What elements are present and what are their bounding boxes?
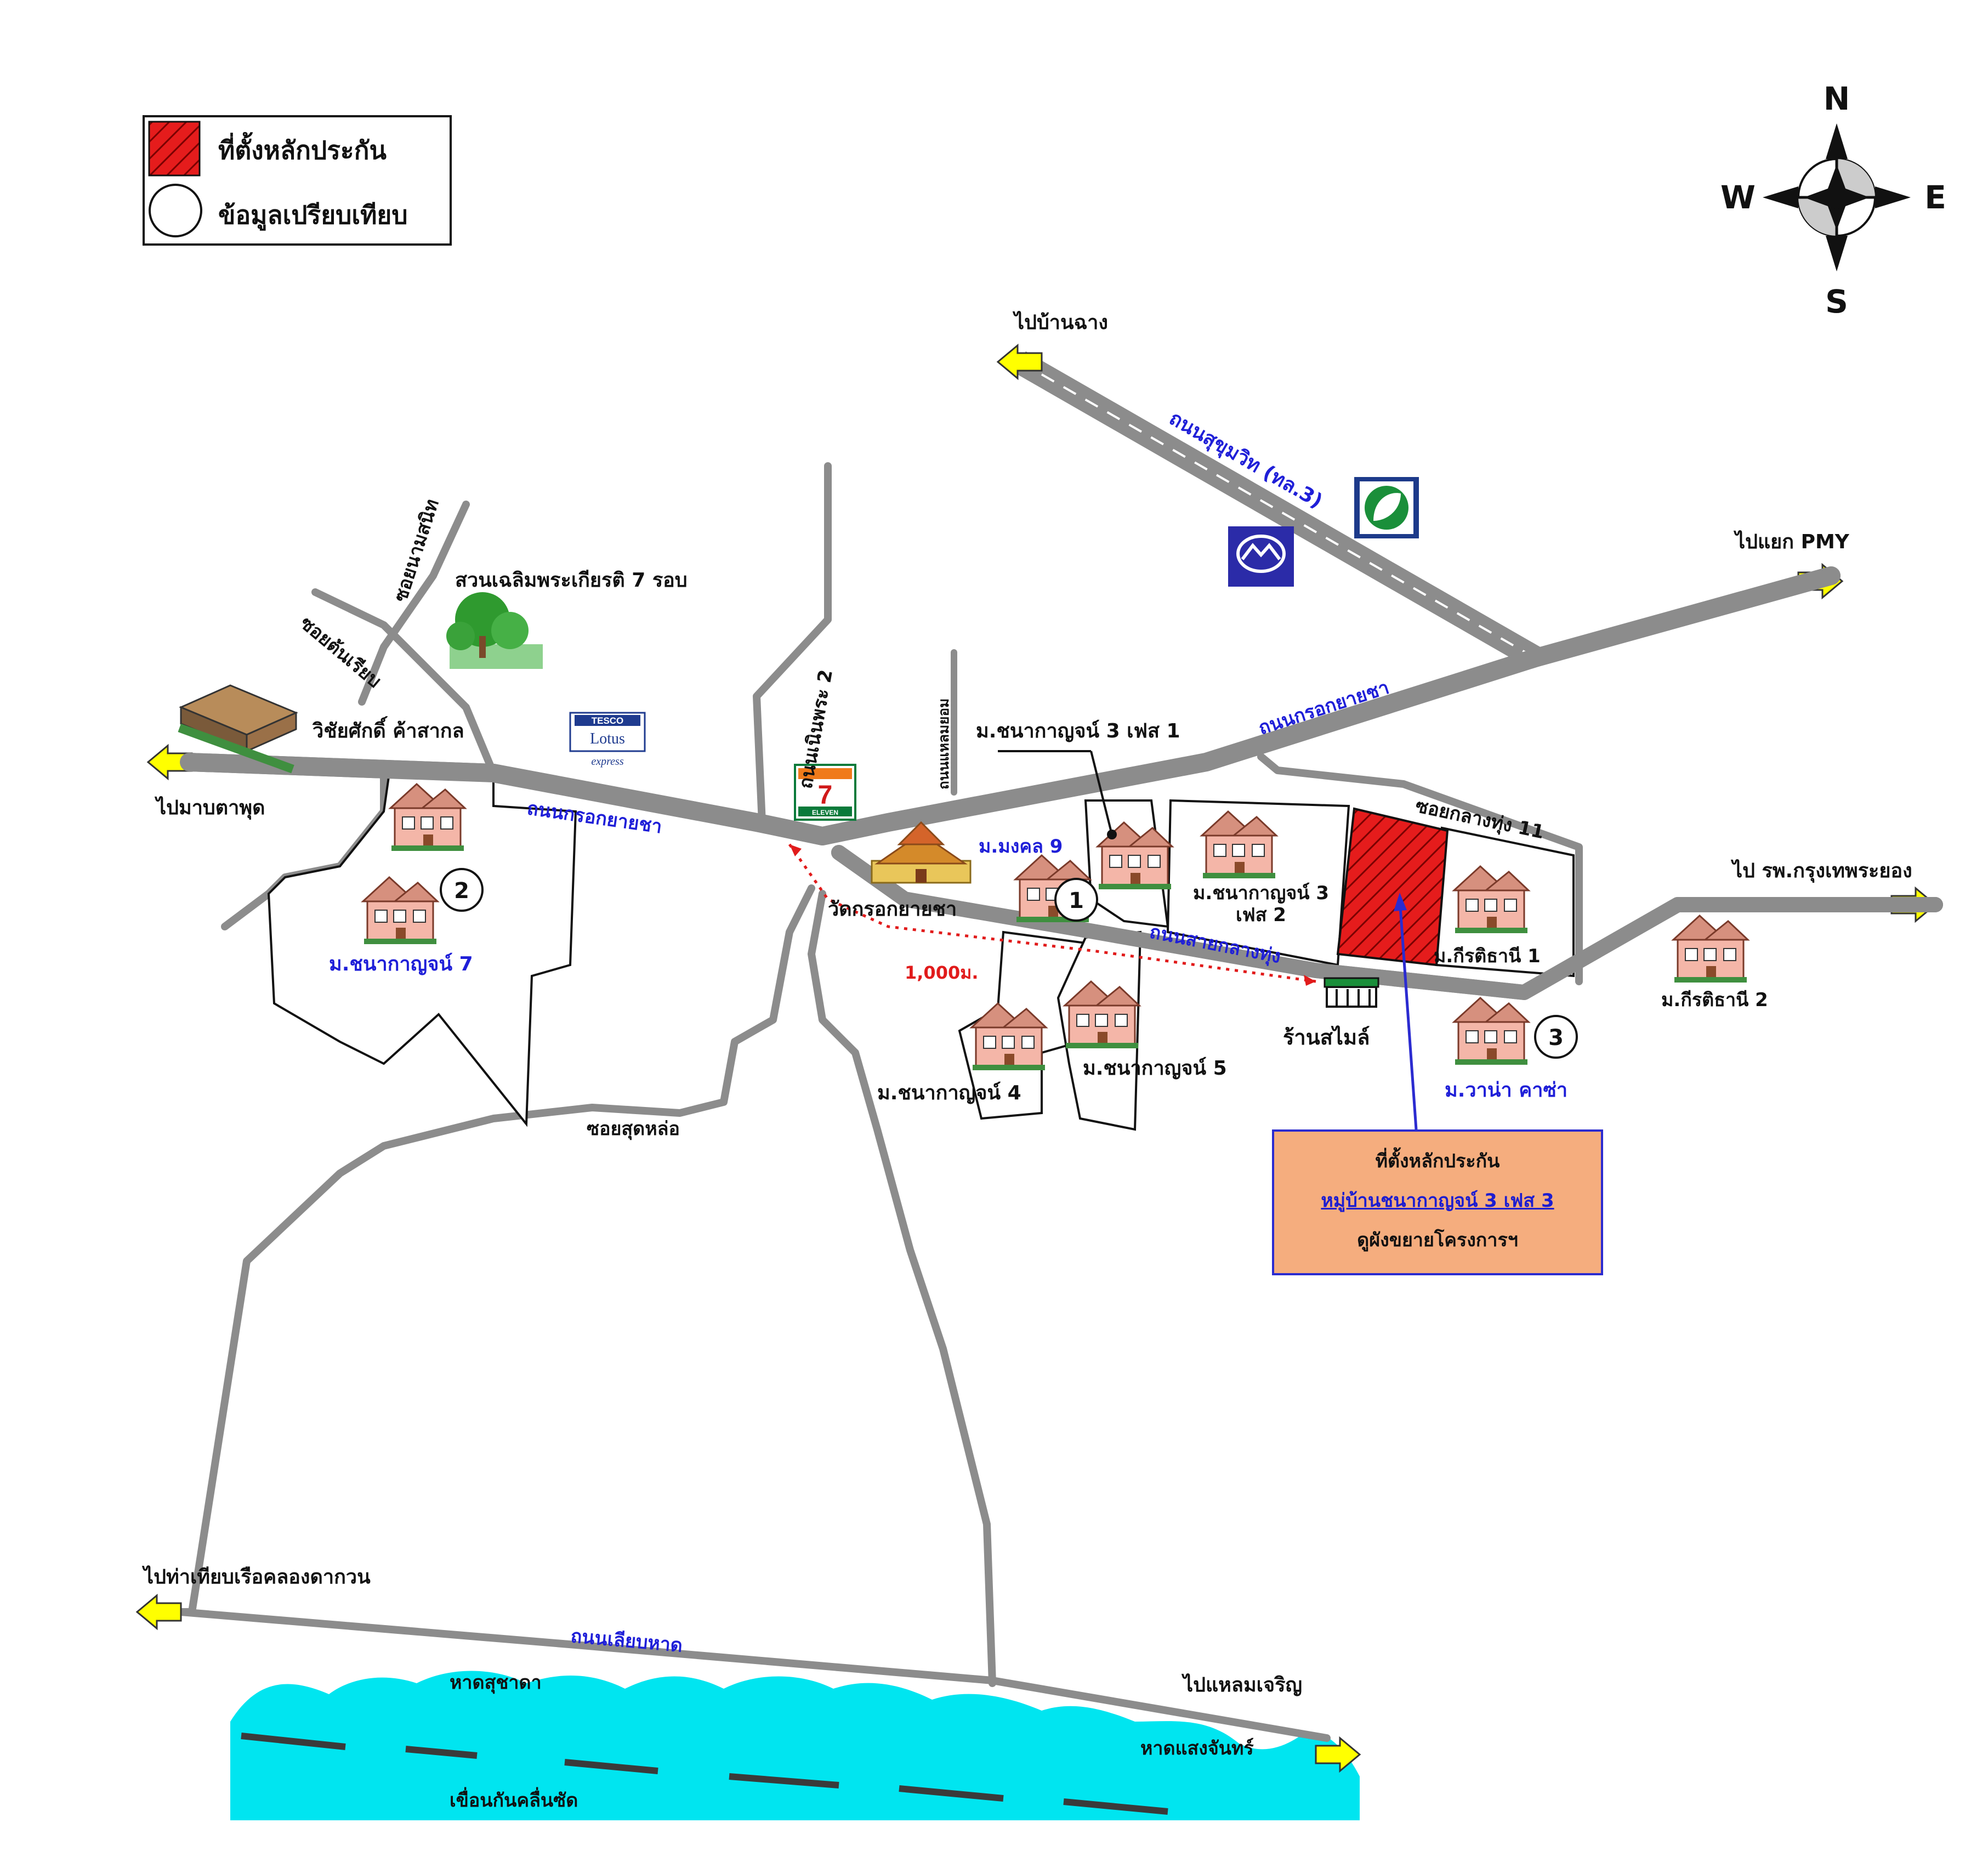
marker-1: 1	[1054, 878, 1098, 922]
road-label-soi-nam-sanit: ซอยนามสนิท	[390, 496, 444, 604]
label-to-pmy: ไปแยก PMY	[1733, 530, 1850, 553]
arrow-pier	[136, 1594, 182, 1629]
label-to-laem-charoen: ไปแหลมเจริญ	[1181, 1673, 1302, 1696]
phase1-pointer	[998, 750, 1117, 839]
road-label-soi-ton-rian: ซอยต้นเรียบ	[296, 612, 385, 692]
label-mongkol9: ม.มงคล 9	[979, 836, 1063, 858]
svg-text:2: 2	[454, 878, 469, 904]
label-kritsadathani2: ม.กีรติธานี 2	[1661, 989, 1768, 1011]
marker-2: 2	[440, 868, 484, 912]
callout-view-plan: ดูผังขยายโครงการฯ	[1357, 1229, 1518, 1251]
boundary-chanakan7	[267, 772, 577, 1127]
callout-pointer	[1394, 893, 1418, 1130]
compass-s: S	[1825, 283, 1848, 320]
legend-comparison-swatch	[149, 184, 202, 237]
svg-text:ELEVEN: ELEVEN	[812, 809, 838, 816]
svg-text:1: 1	[1069, 888, 1084, 913]
label-park: สวนเฉลิมพระเกียรติ 7 รอบ	[455, 569, 688, 592]
svg-text:3: 3	[1548, 1025, 1564, 1051]
krok-yai-cha-road	[180, 566, 1841, 845]
seven-eleven-logo: 7 ELEVEN	[794, 764, 856, 821]
breakwater-lines	[241, 1733, 1168, 1815]
label-wichai: วิชัยศักดิ์ ค้าสากล	[312, 716, 464, 742]
marker-3: 3	[1534, 1015, 1578, 1059]
label-to-map-ta-phut: ไปมาบตาพุด	[154, 796, 265, 820]
label-chanakan5: ม.ชนากาญจน์ 5	[1083, 1057, 1227, 1080]
sea	[230, 1671, 1360, 1820]
distance-indicator	[788, 843, 1316, 986]
sai-klang-thung-road	[831, 845, 1943, 1000]
callout-title: ที่ตั้งหลักประกัน	[1375, 1150, 1500, 1172]
sukhumvit-highway	[1014, 351, 1541, 669]
svg-text:TESCO: TESCO	[592, 716, 624, 726]
label-distance: 1,000ม.	[905, 962, 978, 983]
collateral-callout: ที่ตั้งหลักประกัน หมู่บ้านชนากาญจน์ 3 เฟ…	[1272, 1129, 1603, 1275]
gas-station-logo	[1354, 477, 1419, 538]
label-smile-shop: ร้านสไมล์	[1283, 1025, 1370, 1049]
compass-e: E	[1924, 179, 1946, 216]
label-chanakan3-phase2-line1: ม.ชนากาญจน์ 3	[1193, 882, 1329, 904]
shop-icon	[1324, 977, 1379, 1008]
label-beach-suchada: หาดสุชาดา	[450, 1672, 542, 1694]
building-icon	[178, 684, 298, 774]
compass-rose: N S E W	[1720, 80, 1946, 320]
mazda-logo	[1228, 526, 1294, 587]
callout-project-link[interactable]: หมู่บ้านชนากาญจน์ 3 เฟส 3	[1321, 1190, 1554, 1212]
label-wat: วัดกรอกยายชา	[828, 898, 957, 921]
label-chanakan7: ม.ชนากาญจน์ 7	[329, 952, 473, 975]
park-icon	[446, 592, 543, 669]
tesco-lotus-logo: TESCO Lotus express	[569, 712, 646, 768]
house-kritsadathani2	[1672, 915, 1749, 984]
label-to-hospital: ไป รพ.กรุงเทพระยอง	[1730, 859, 1912, 883]
legend-comparison-label: ข้อมูลเปรียบเทียบ	[218, 200, 408, 231]
compass-w: W	[1720, 179, 1756, 216]
label-to-pier: ไปท่าเทียบเรือคลองดากวน	[141, 1565, 371, 1588]
road-label-soi-sut-lo: ซอยสุดหล่อ	[587, 1118, 680, 1140]
label-kritsadathani1: ม.กีรติธานี 1	[1434, 945, 1541, 967]
label-chanakan3-phase1: ม.ชนากาญจน์ 3 เฟส 1	[976, 719, 1180, 742]
house-wana-casa	[1453, 997, 1530, 1066]
label-breakwater: เขื่อนกันคลื่นซัด	[450, 1787, 578, 1812]
svg-text:express: express	[591, 756, 623, 768]
legend-collateral-swatch	[148, 121, 201, 177]
collateral-parcel	[1336, 807, 1449, 967]
road-label-laem-yom: ถนนแหลมยอม	[936, 699, 952, 790]
label-wana-casa: ม.วาน่า คาซ่า	[1445, 1079, 1567, 1101]
legend-collateral-label: ที่ตั้งหลักประกัน	[218, 132, 387, 165]
label-beach-saeng-chan: หาดแสงจันทร์	[1140, 1738, 1254, 1759]
label-chanakan4: ม.ชนากาญจน์ 4	[877, 1081, 1021, 1104]
svg-text:7: 7	[818, 781, 833, 810]
legend: ที่ตั้งหลักประกัน ข้อมูลเปรียบเทียบ	[143, 115, 452, 246]
temple-icon	[871, 821, 972, 884]
label-chanakan3-phase2-line2: เฟส 2	[1236, 904, 1286, 926]
compass-n: N	[1824, 80, 1850, 117]
label-to-ban-chang: ไปบ้านฉาง	[1012, 310, 1108, 334]
svg-text:Lotus: Lotus	[590, 730, 625, 747]
